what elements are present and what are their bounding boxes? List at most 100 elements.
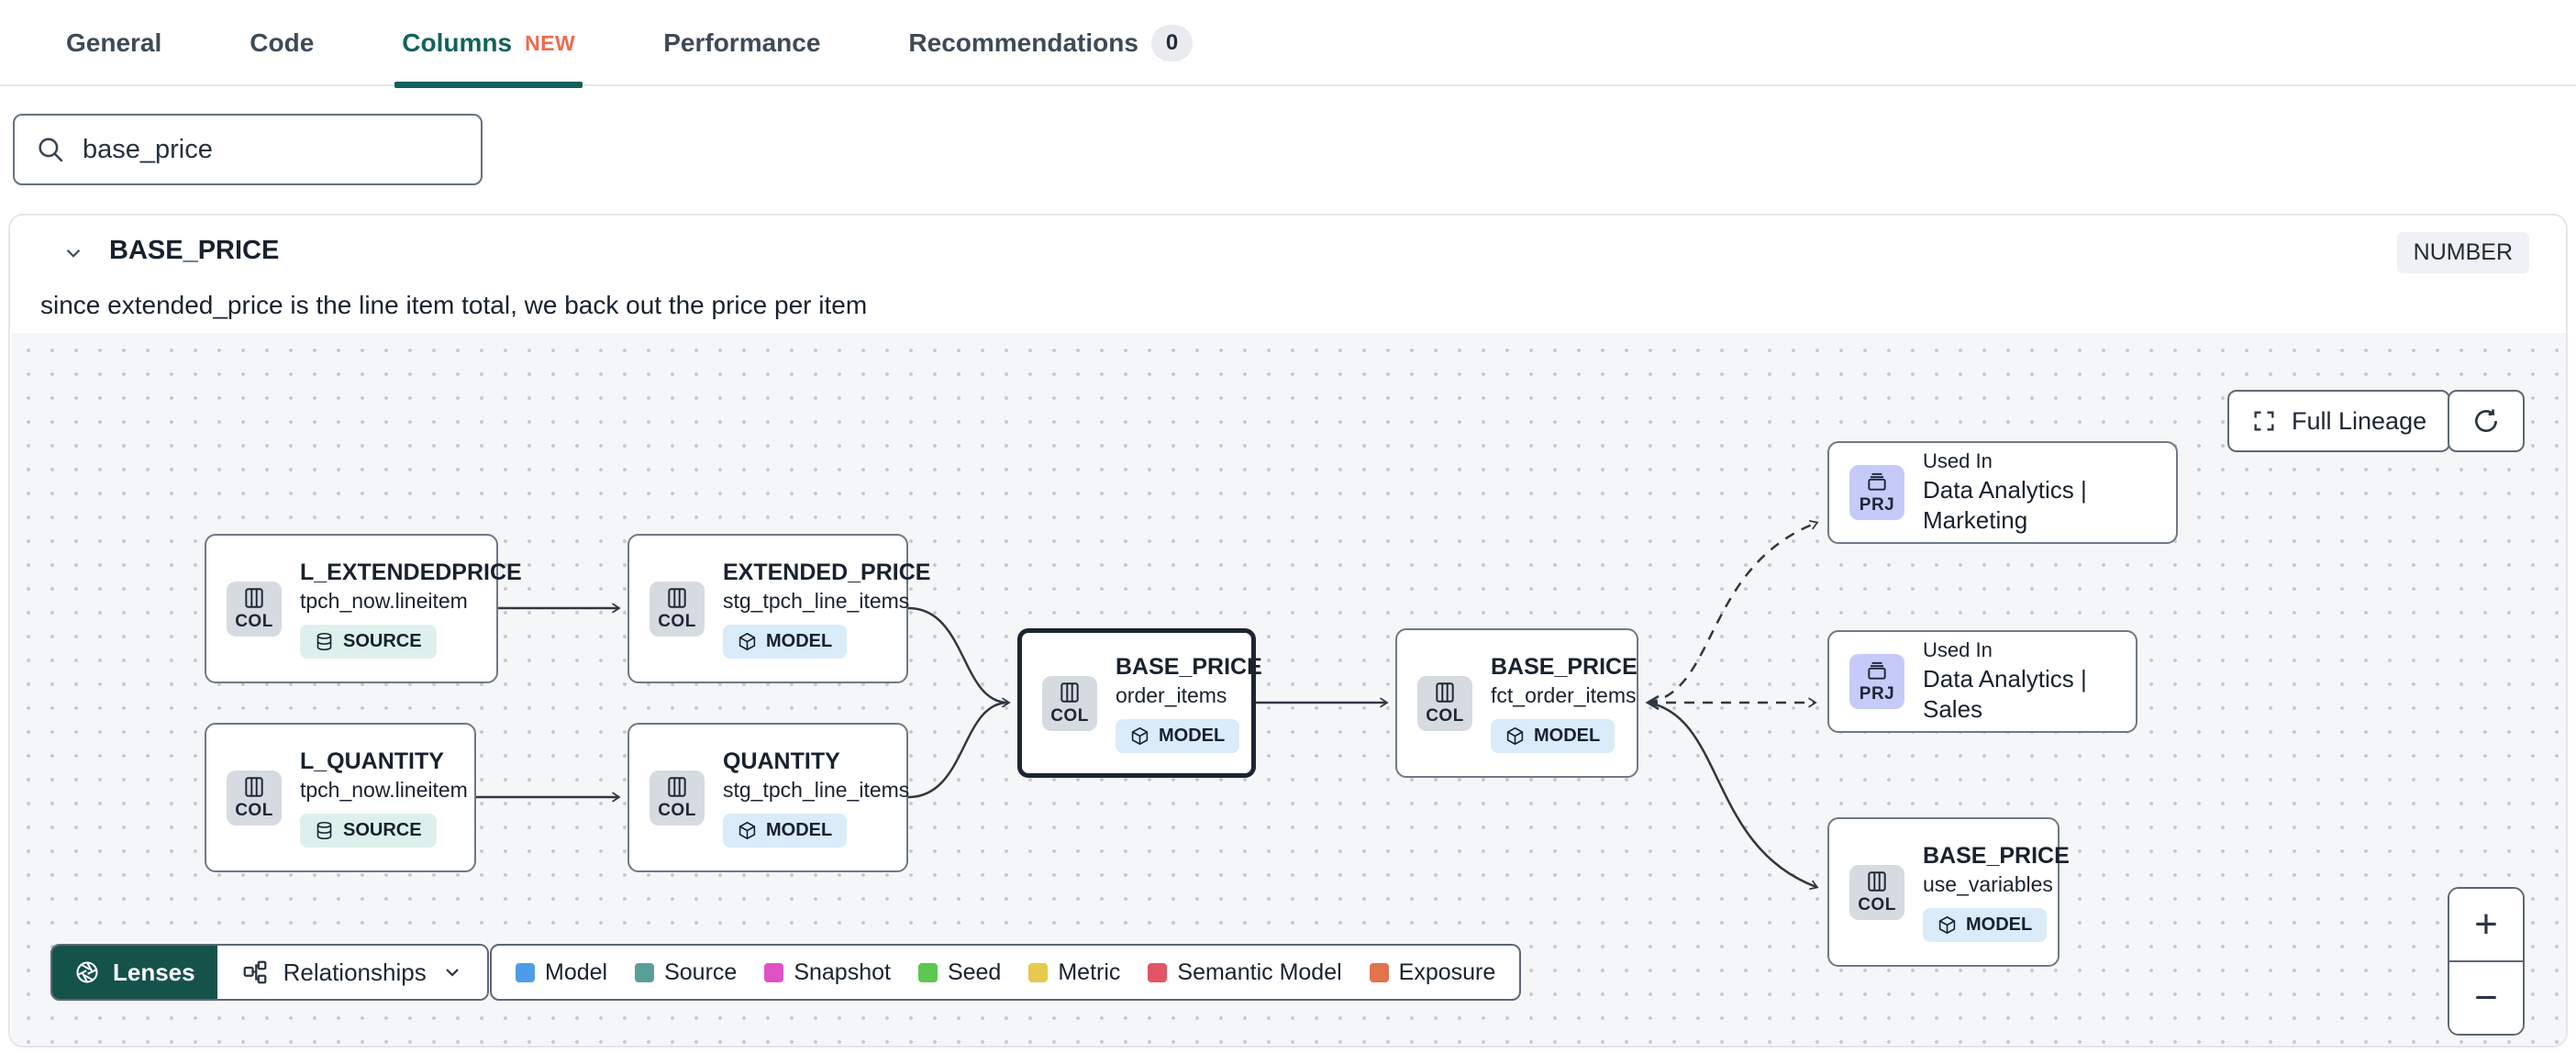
node-subtitle: Data Analytics | Sales (1923, 664, 2087, 724)
tab-code[interactable]: Code (250, 0, 314, 86)
node-subtitle: tpch_now.lineitem (300, 778, 468, 803)
legend-swatch (764, 962, 784, 982)
legend-label: Exposure (1398, 959, 1496, 985)
cube-icon (1506, 726, 1524, 746)
node-title: L_QUANTITY (300, 748, 444, 774)
legend-swatch (1028, 962, 1049, 982)
column-kind-badge: COL (227, 770, 282, 826)
aperture-icon (76, 961, 98, 983)
lineage-node-used-in-sales[interactable]: PRJ Used In Data Analytics | Sales (1827, 630, 2137, 733)
column-card: BASE_PRICE NUMBER since extended_price i… (8, 214, 2568, 1047)
columns-icon (668, 587, 686, 608)
legend-label: Metric (1058, 959, 1121, 985)
legend-item-semantic-model: Semantic Model (1148, 959, 1342, 986)
resource-type-pill: MODEL (1116, 719, 1240, 754)
legend-item-metric: Metric (1028, 959, 1120, 986)
node-subtitle: stg_tpch_line_items (723, 589, 910, 614)
project-icon (1868, 661, 1886, 680)
columns-icon (245, 776, 263, 797)
zoom-out-button[interactable]: − (2449, 962, 2523, 1034)
kind-label: COL (235, 611, 273, 631)
resource-type-pill: MODEL (723, 625, 848, 660)
resource-type-pill: MODEL (1491, 719, 1616, 754)
chevron-down-icon[interactable] (61, 241, 85, 265)
full-lineage-button[interactable]: Full Lineage (2227, 390, 2451, 452)
legend-item-exposure: Exposure (1369, 959, 1496, 986)
recommendations-count-badge: 0 (1150, 25, 1194, 61)
node-title: BASE_PRICE (1491, 653, 1638, 680)
lenses-button[interactable]: Lenses (52, 946, 217, 999)
lenses-label: Lenses (113, 958, 195, 986)
column-kind-badge: COL (1417, 675, 1472, 731)
node-subtitle: fct_order_items (1491, 683, 1637, 708)
kind-label: COL (1858, 894, 1896, 914)
tab-columns[interactable]: Columns NEW (394, 0, 583, 88)
pill-label: MODEL (1966, 914, 2033, 936)
node-title: BASE_PRICE (1116, 653, 1262, 680)
search-value: base_price (83, 134, 213, 164)
lineage-node-base-price-fct-order-items[interactable]: COL BASE_PRICE fct_order_items MODEL (1395, 628, 1638, 778)
node-subtitle: stg_tpch_line_items (723, 778, 910, 803)
lineage-node-quantity[interactable]: COL QUANTITY stg_tpch_line_items MODEL (627, 723, 910, 872)
resource-type-pill: MODEL (723, 814, 848, 848)
node-title: Used In (1923, 449, 1993, 472)
legend-item-snapshot: Snapshot (764, 959, 891, 986)
legend-swatch (1148, 962, 1168, 982)
cube-icon (738, 821, 756, 840)
resource-type-pill: SOURCE (300, 814, 437, 848)
tab-performance[interactable]: Performance (663, 0, 820, 86)
lineage-canvas[interactable]: COL L_EXTENDEDPRICE tpch_now.lineitem SO… (11, 333, 2566, 1046)
lineage-legend: Model Source Snapshot Seed Metric (490, 944, 1522, 1001)
legend-label: Seed (947, 959, 1002, 985)
pill-label: MODEL (1159, 726, 1226, 747)
cube-icon (738, 632, 756, 651)
legend-swatch (516, 962, 535, 982)
tab-label: Columns (402, 28, 513, 57)
column-kind-badge: COL (1042, 675, 1097, 731)
relationships-icon (243, 960, 266, 984)
column-kind-badge: COL (1849, 864, 1904, 920)
zoom-controls: + − (2448, 887, 2525, 1036)
tab-bar: General Code Columns NEW Performance Rec… (0, 0, 2576, 88)
tab-recommendations[interactable]: Recommendations 0 (908, 0, 1194, 86)
legend-label: Snapshot (794, 959, 891, 985)
node-title: EXTENDED_PRICE (723, 559, 931, 585)
pill-label: MODEL (1534, 726, 1601, 747)
node-subtitle: order_items (1116, 683, 1227, 708)
legend-swatch (917, 962, 938, 982)
column-search-input[interactable]: base_price (13, 114, 483, 185)
legend-swatch (635, 962, 655, 982)
relationships-dropdown[interactable]: Relationships (217, 946, 487, 999)
resource-type-pill: MODEL (1923, 908, 2048, 943)
kind-label: COL (1426, 705, 1464, 726)
tab-general[interactable]: General (66, 0, 161, 86)
lineage-node-used-in-marketing[interactable]: PRJ Used In Data Analytics | Marketing (1827, 441, 2178, 544)
pill-label: SOURCE (343, 631, 422, 652)
legend-label: Semantic Model (1177, 959, 1342, 985)
pill-label: MODEL (766, 820, 833, 841)
tab-label: Recommendations (908, 28, 1138, 57)
chevron-down-icon (445, 969, 459, 977)
legend-label: Source (664, 959, 738, 985)
lineage-node-l-quantity[interactable]: COL L_QUANTITY tpch_now.lineitem SOURCE (205, 723, 476, 872)
refresh-button[interactable] (2448, 390, 2525, 452)
project-kind-badge: PRJ (1849, 465, 1904, 520)
column-type-badge: NUMBER (2396, 232, 2529, 273)
lineage-edges (476, 519, 1819, 891)
columns-icon (245, 587, 263, 608)
project-icon (1868, 472, 1886, 491)
lineage-node-extended-price[interactable]: COL EXTENDED_PRICE stg_tpch_line_items M… (627, 534, 930, 683)
lineage-node-base-price-use-variables[interactable]: COL BASE_PRICE use_variables MODEL (1827, 817, 2070, 967)
kind-label: COL (1050, 705, 1089, 726)
zoom-in-button[interactable]: + (2449, 889, 2523, 960)
lineage-node-l-extendedprice[interactable]: COL L_EXTENDEDPRICE tpch_now.lineitem SO… (205, 534, 522, 683)
node-title: QUANTITY (723, 748, 840, 774)
column-name: BASE_PRICE (109, 236, 280, 265)
columns-icon (1436, 682, 1454, 703)
database-icon (316, 822, 332, 840)
cube-icon (1938, 915, 1956, 935)
search-icon (39, 138, 63, 162)
tab-label: Performance (663, 28, 821, 57)
lineage-node-base-price-order-items[interactable]: COL BASE_PRICE order_items MODEL (1017, 628, 1262, 778)
column-card-header: BASE_PRICE NUMBER (10, 216, 2566, 280)
